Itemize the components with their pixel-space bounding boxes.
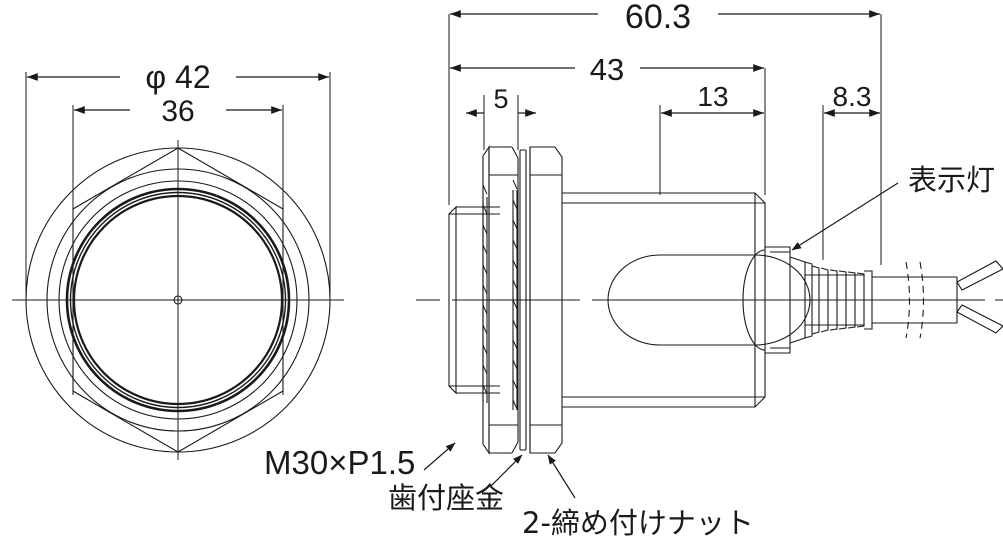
leader-indicator-lamp xyxy=(791,182,899,251)
dimension-text-group: φ 42 36 60.3 43 5 13 8.3 xyxy=(145,0,871,128)
dim-label-5: 5 xyxy=(493,84,508,114)
side-view-dimension-lines xyxy=(450,10,880,117)
dim-label-phi42: φ 42 xyxy=(145,59,210,95)
front-view-dimension-lines xyxy=(27,73,329,114)
dim-label-603: 60.3 xyxy=(625,0,691,36)
clamp-nut-1-flats xyxy=(489,146,512,454)
clamp-nut-1-chamfer-lines xyxy=(489,174,518,426)
dim-label-83: 8.3 xyxy=(833,81,872,112)
label-thread: M30×P1.5 xyxy=(264,444,415,481)
clamp-nut-2-chamfer-lines xyxy=(530,174,562,426)
indicator-lamp-ring xyxy=(770,251,790,349)
label-indicator-lamp: 表示灯 xyxy=(908,163,995,197)
toothed-washer-edges xyxy=(520,149,526,451)
dim-label-43: 43 xyxy=(590,52,624,87)
leader-toothed-washer xyxy=(489,454,523,488)
side-view-geometry xyxy=(416,145,1003,455)
dim-label-13: 13 xyxy=(697,81,728,112)
leader-clamp-nuts xyxy=(547,454,576,499)
front-view-dimension-extensions xyxy=(25,72,331,395)
front-view-geometry xyxy=(12,140,344,460)
annotation-text-group: M30×P1.5 歯付座金 2-締め付けナット 表示灯 xyxy=(264,163,995,539)
leader-lines xyxy=(423,182,899,499)
cable-conductors xyxy=(956,260,1003,334)
side-view-dimension-extensions xyxy=(448,14,882,265)
thread-crest-hatching xyxy=(482,179,518,410)
label-clamp-nuts: 2-締め付けナット xyxy=(522,506,754,539)
label-toothed-washer: 歯付座金 xyxy=(388,481,504,515)
leader-thread xyxy=(423,442,456,471)
dim-label-36: 36 xyxy=(161,95,194,128)
body-boss-flats xyxy=(660,254,755,346)
